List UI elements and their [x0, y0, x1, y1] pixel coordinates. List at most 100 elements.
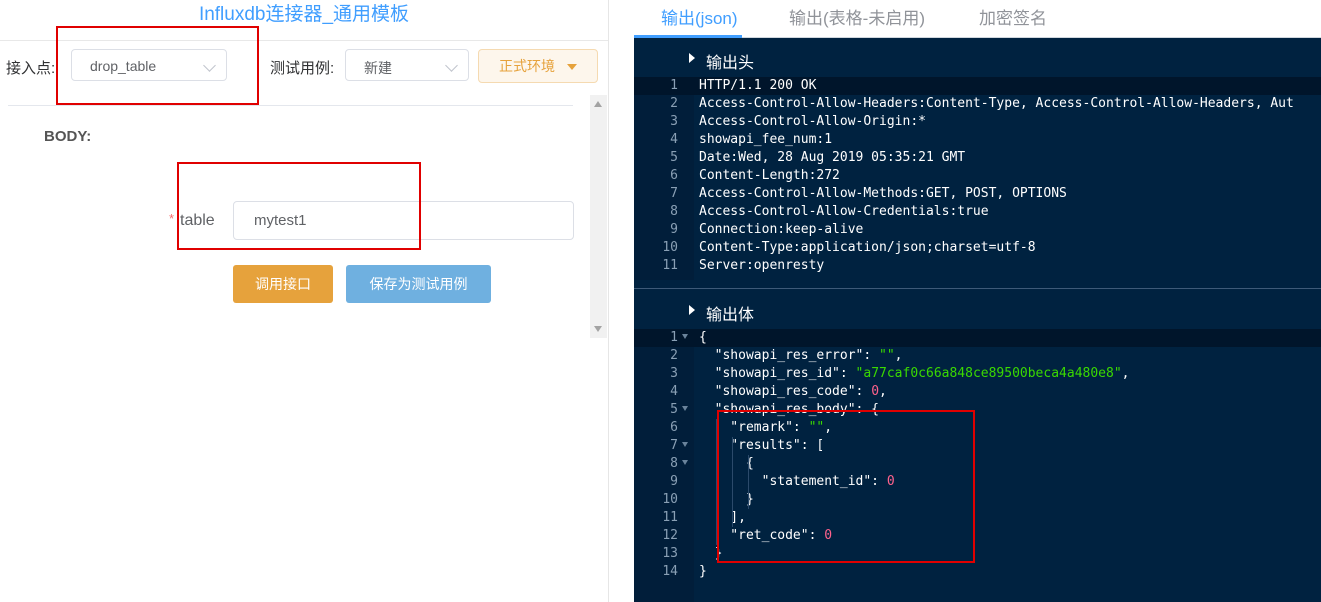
header-line-text: showapi_fee_num:1 [699, 132, 833, 147]
line-number: 3 [670, 366, 678, 381]
scroll-up-icon[interactable] [594, 101, 602, 107]
header-line-text: Content-Type:application/json;charset=ut… [699, 240, 1036, 255]
table-field-input[interactable]: mytest1 [233, 201, 574, 240]
line-gutter [634, 77, 694, 280]
body-line-text: { [699, 329, 707, 347]
output-body-toggle[interactable]: 输出体 [634, 292, 1321, 328]
line-number: 2 [670, 348, 678, 363]
output-tabs: 输出(json) 输出(表格-未启用) 加密签名 [634, 0, 1321, 38]
required-mark: * [169, 211, 175, 226]
header-line-text: Access-Control-Allow-Methods:GET, POST, … [699, 186, 1067, 201]
body-code-view[interactable]: 1{2 "showapi_res_error": "",3 "showapi_r… [634, 329, 1321, 602]
header-line-text: Server:openresty [699, 258, 825, 273]
fold-toggle-icon[interactable] [682, 442, 688, 447]
divider [8, 105, 573, 106]
body-line-text: "ret_code": 0 [699, 527, 832, 545]
json-token: } [699, 564, 707, 579]
header-line-text: Date:Wed, 28 Aug 2019 05:35:21 GMT [699, 150, 966, 165]
line-number: 1 [670, 78, 678, 93]
toolbar: 接入点: drop_table 测试用例: 新建 正式环境 [0, 40, 608, 93]
code-line: 3 "showapi_res_id": "a77caf0c66a848ce895… [634, 365, 1321, 383]
output-header-toggle[interactable]: 输出头 [634, 40, 1321, 76]
json-token: ], [699, 510, 746, 525]
line-gutter [634, 329, 694, 602]
json-number: 0 [824, 528, 833, 543]
code-line: 5 "showapi_res_body": { [634, 401, 1321, 419]
scrollbar[interactable] [590, 95, 607, 338]
annotation-box-table-field [177, 162, 421, 250]
scroll-down-icon[interactable] [594, 326, 602, 332]
testcase-value: 新建 [364, 60, 392, 76]
line-number: 4 [670, 384, 678, 399]
body-line-text: } [699, 491, 754, 509]
chevron-down-icon [445, 59, 458, 72]
json-string: "a77caf0c66a848ce89500beca4a480e8" [855, 366, 1122, 381]
code-line: 7 "results": [ [634, 437, 1321, 455]
tab-output-table[interactable]: 输出(表格-未启用) [789, 9, 925, 28]
body-line-text: "remark": "", [699, 419, 832, 437]
header-line-text: Access-Control-Allow-Credentials:true [699, 204, 989, 219]
save-testcase-button[interactable]: 保存为测试用例 [346, 265, 491, 303]
json-token: , [1121, 366, 1130, 381]
testcase-select[interactable]: 新建 [345, 49, 469, 81]
call-api-button[interactable]: 调用接口 [233, 265, 333, 303]
body-line-text: "statement_id": 0 [699, 473, 895, 491]
code-line: 4 "showapi_res_code": 0, [634, 383, 1321, 401]
line-number: 12 [662, 528, 678, 543]
body-line-text: "showapi_res_id": "a77caf0c66a848ce89500… [699, 365, 1130, 383]
line-number: 11 [662, 510, 678, 525]
output-panel: 输出(json) 输出(表格-未启用) 加密签名 输出头 1 HTTP/1.1 2… [634, 0, 1321, 602]
code-line: 1 HTTP/1.1 200 OK [634, 77, 1321, 95]
json-token: { [699, 456, 754, 471]
code-line: 11 Server:openresty [634, 257, 1321, 275]
line-number: 7 [670, 438, 678, 453]
output-header-title: 输出头 [706, 55, 755, 72]
line-number: 10 [662, 240, 678, 255]
line-number: 10 [662, 492, 678, 507]
body-line-text: "showapi_res_error": "", [699, 347, 903, 365]
fold-toggle-icon[interactable] [682, 460, 688, 465]
json-token: "showapi_res_body": { [699, 402, 880, 417]
line-number: 8 [670, 456, 678, 471]
page-title: Influxdb连接器_通用模板 [198, 4, 410, 25]
body-line-text: "showapi_res_body": { [699, 401, 879, 419]
json-token: , [824, 420, 833, 435]
tab-output-json[interactable]: 输出(json) [661, 9, 738, 28]
body-section-label: BODY: [44, 128, 92, 145]
form-area: BODY: * table mytest1 调用接口 保存为测试用例 [0, 93, 608, 602]
line-number: 5 [670, 150, 678, 165]
entry-point-value: drop_table [90, 58, 157, 74]
environment-label: 正式环境 [499, 58, 555, 74]
line-number: 9 [670, 222, 678, 237]
fold-toggle-icon[interactable] [682, 334, 688, 339]
code-line: 8 { [634, 455, 1321, 473]
header-line-text: Connection:keep-alive [699, 222, 864, 237]
body-line-text: ], [699, 509, 746, 527]
tab-encrypt-sign[interactable]: 加密签名 [979, 9, 1047, 28]
line-number: 11 [662, 258, 678, 273]
json-token: "remark": [699, 420, 809, 435]
indent-guide [748, 455, 749, 509]
json-number: 0 [871, 384, 880, 399]
entry-point-label: 接入点: [6, 60, 56, 77]
json-token: "showapi_res_code": [699, 384, 872, 399]
line-number: 3 [670, 114, 678, 129]
header-line-text: HTTP/1.1 200 OK [699, 78, 817, 93]
code-line: 5 Date:Wed, 28 Aug 2019 05:35:21 GMT [634, 149, 1321, 167]
environment-dropdown[interactable]: 正式环境 [478, 49, 598, 83]
json-token: , [879, 384, 887, 399]
code-line: 9 Connection:keep-alive [634, 221, 1321, 239]
line-number: 1 [670, 330, 678, 345]
annotation-box-response-body [717, 410, 975, 563]
indent-guide [732, 437, 733, 527]
left-panel: Influxdb连接器_通用模板 接入点: drop_table 测试用例: 新… [0, 0, 608, 602]
code-line: 2 "showapi_res_error": "", [634, 347, 1321, 365]
entry-point-select[interactable]: drop_table [71, 49, 227, 81]
fold-toggle-icon[interactable] [682, 406, 688, 411]
panel-splitter[interactable] [608, 0, 635, 602]
